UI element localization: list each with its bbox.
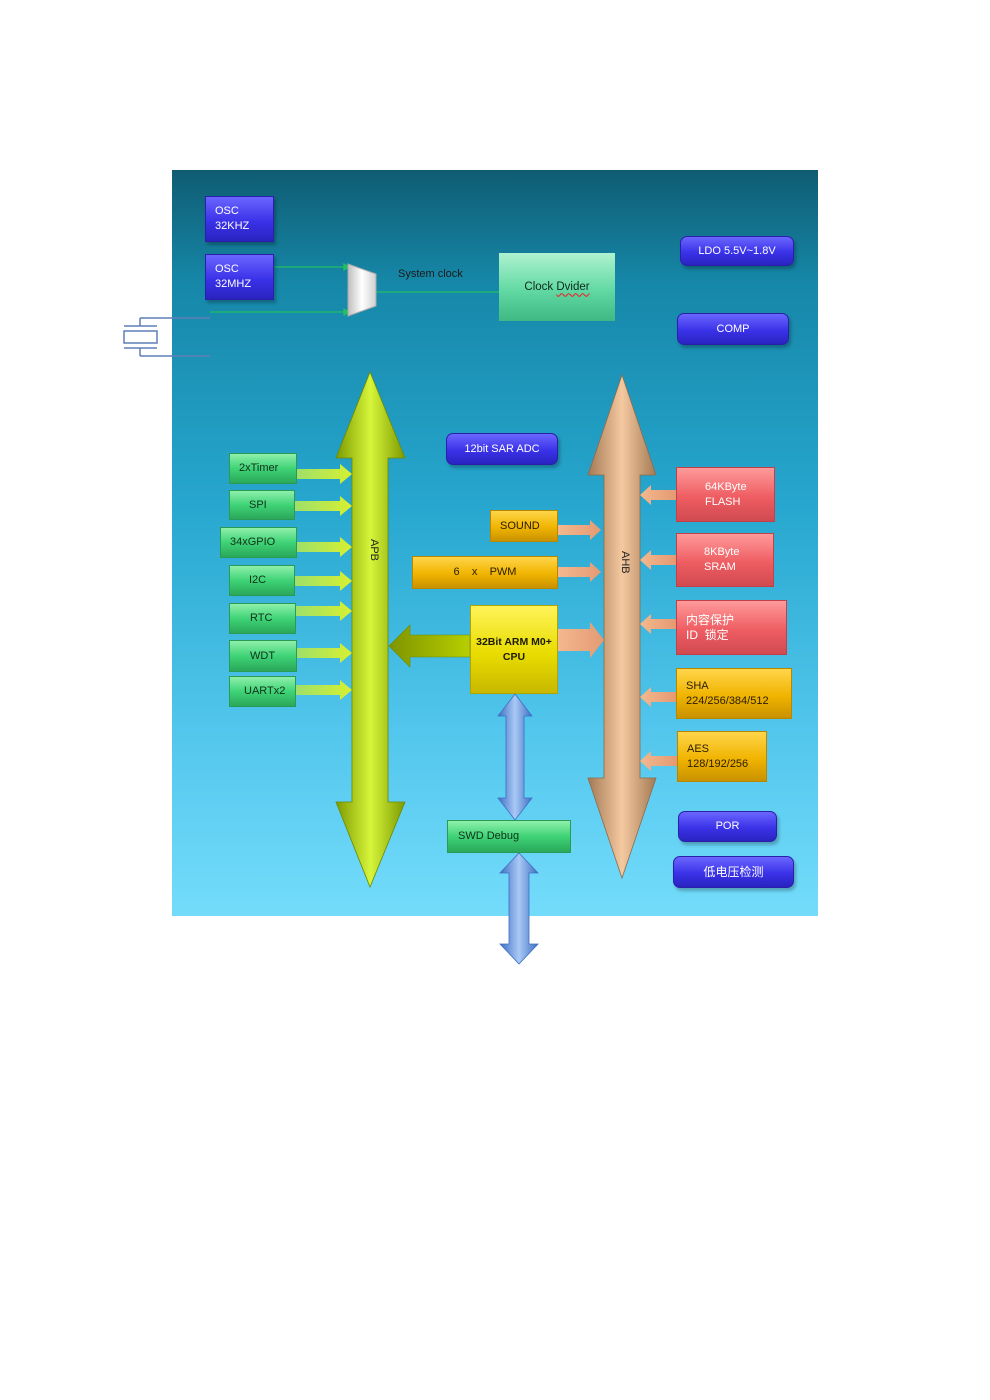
ahb-label: AHB [619,551,631,574]
rtc-block: RTC [229,603,296,634]
adc-block: 12bit SAR ADC [446,433,558,465]
sound-block: SOUND [490,510,558,542]
ahb-slave-arrows [640,485,677,771]
apb-peripheral-arrows [295,464,352,700]
low-voltage-detect-block: 低电压检测 [673,856,794,888]
apb-bus-arrow [335,370,406,889]
por-block: POR [678,811,777,842]
ldo-block: LDO 5.5V~1.8V [680,236,794,266]
spi-block: SPI [229,490,295,520]
clock-mux [347,263,377,317]
crystal-icon [123,317,210,357]
clock-divider-block: Clock Dvider [499,253,615,321]
cpu-to-apb-arrow [388,624,471,668]
comp-block: COMP [677,313,789,345]
cpu-swd-arrow [497,693,533,821]
swd-debug-block: SWD Debug [447,820,571,853]
i2c-block: I2C [229,565,295,596]
timer-block: 2xTimer [229,453,297,484]
pwm-block: 6 x PWM [412,556,558,589]
gpio-block: 34xGPIO [220,527,297,558]
system-clock-label: System clock [398,268,463,280]
uart-block: UARTx2 [229,676,296,707]
ahb-bus-arrow [587,373,657,880]
swd-external-arrow [499,852,539,965]
wdt-block: WDT [229,640,297,672]
clock-wires [210,262,499,317]
cpu-block: 32Bit ARM M0+CPU [470,605,558,694]
apb-label: APB [368,539,380,562]
ahb-master-arrows [558,520,604,658]
